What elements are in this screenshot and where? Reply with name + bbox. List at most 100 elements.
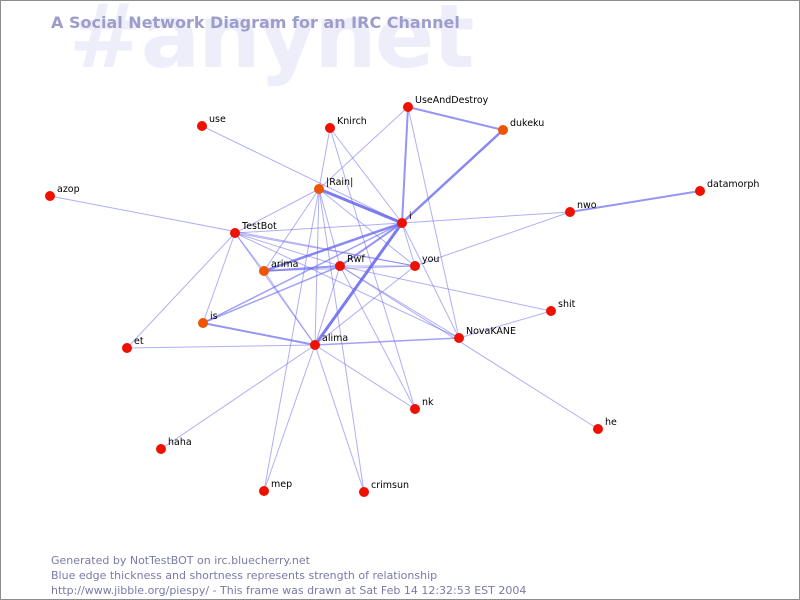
node-dot-rain bbox=[314, 184, 324, 194]
node-label-shit: shit bbox=[558, 299, 576, 310]
edge-testbot-arima bbox=[234, 232, 265, 272]
node-dot-rwf bbox=[335, 261, 345, 271]
node-dot-shit bbox=[546, 306, 556, 316]
edge-testbot-rwf bbox=[234, 232, 341, 267]
node-label-datamorph: datamorph bbox=[707, 179, 759, 190]
edge-i-is bbox=[202, 222, 403, 324]
node-label-useanddestroy: UseAndDestroy bbox=[415, 95, 489, 106]
channel-watermark: #anynet bbox=[69, 0, 475, 88]
edge-you-alima bbox=[314, 265, 416, 346]
node-dot-nwo bbox=[565, 207, 575, 217]
node-testbot: TestBot bbox=[230, 221, 277, 238]
node-label-i: i bbox=[409, 211, 412, 222]
node-dot-useanddestroy bbox=[403, 102, 413, 112]
edge-rwf-is bbox=[202, 265, 341, 324]
edge-i-arima bbox=[262, 221, 404, 273]
edge-i-dukeku bbox=[400, 128, 505, 225]
node-label-testbot: TestBot bbox=[241, 221, 277, 232]
edge-alima-mep bbox=[263, 344, 316, 492]
edge-alima-haha bbox=[160, 344, 316, 450]
node-label-mep: mep bbox=[271, 479, 292, 490]
node-dot-alima bbox=[310, 340, 320, 350]
edge-i-alima bbox=[313, 221, 404, 347]
node-novakane: NovaKANE bbox=[454, 326, 516, 343]
node-label-dukeku: dukeku bbox=[510, 118, 544, 129]
node-dot-azop bbox=[45, 191, 55, 201]
edge-i-rwf bbox=[339, 222, 403, 267]
footer-generated-by: Generated by NotTestBOT on irc.bluecherr… bbox=[51, 554, 310, 567]
node-nk: nk bbox=[410, 397, 434, 414]
node-label-et: et bbox=[134, 336, 144, 347]
node-label-novakane: NovaKANE bbox=[466, 326, 516, 337]
node-label-rwf: Rwf bbox=[347, 254, 365, 265]
node-dot-haha bbox=[156, 444, 166, 454]
edges-layer bbox=[49, 106, 701, 493]
node-label-nk: nk bbox=[422, 397, 434, 408]
edge-rain-knirch bbox=[318, 127, 331, 190]
edge-testbot-novakane bbox=[234, 232, 460, 339]
diagram-title: A Social Network Diagram for an IRC Chan… bbox=[51, 13, 460, 32]
node-shit: shit bbox=[546, 299, 576, 316]
node-label-crimsun: crimsun bbox=[371, 480, 409, 491]
node-label-use: use bbox=[209, 114, 226, 125]
node-label-he: he bbox=[605, 417, 617, 428]
node-dot-crimsun bbox=[359, 487, 369, 497]
edge-nwo-datamorph bbox=[569, 190, 701, 213]
edge-arima-alima bbox=[263, 270, 316, 346]
node-useanddestroy: UseAndDestroy bbox=[403, 95, 489, 112]
node-dot-novakane bbox=[454, 333, 464, 343]
node-arima: arima bbox=[259, 259, 298, 276]
edge-rain-crimsun bbox=[318, 188, 365, 493]
node-alima: alima bbox=[310, 333, 348, 350]
edge-testbot-et bbox=[126, 232, 236, 349]
node-dot-nk bbox=[410, 404, 420, 414]
edge-useanddestroy-dukeku bbox=[407, 106, 504, 131]
node-label-you: you bbox=[422, 254, 439, 265]
edge-testbot-is bbox=[202, 232, 236, 324]
node-dot-arima bbox=[259, 266, 269, 276]
footer-timestamp: http://www.jibble.org/piespy/ - This fra… bbox=[51, 584, 527, 597]
edge-is-alima bbox=[202, 322, 316, 346]
nodes-layer: UseAndDestroydukekuKnirchuseazop|Rain|da… bbox=[45, 95, 759, 497]
edge-testbot-you bbox=[234, 232, 416, 267]
node-label-arima: arima bbox=[271, 259, 298, 270]
node-dot-he bbox=[593, 424, 603, 434]
edge-rwf-nk bbox=[339, 265, 416, 410]
edge-i-you bbox=[401, 222, 416, 267]
node-crimsun: crimsun bbox=[359, 480, 409, 497]
edge-rwf-alima bbox=[314, 265, 341, 346]
edge-novakane-shit bbox=[458, 310, 552, 339]
edge-rain-you bbox=[318, 188, 416, 267]
edge-i-use bbox=[201, 125, 403, 224]
node-is: is bbox=[198, 311, 218, 328]
node-dot-mep bbox=[259, 486, 269, 496]
edge-rain-arima bbox=[263, 188, 320, 272]
edge-alima-nk bbox=[314, 344, 416, 410]
node-dot-is bbox=[198, 318, 208, 328]
node-haha: haha bbox=[156, 437, 192, 454]
edge-i-novakane bbox=[401, 222, 460, 339]
node-rwf: Rwf bbox=[335, 254, 365, 271]
edge-rwf-shit bbox=[339, 265, 552, 312]
node-dot-testbot bbox=[230, 228, 240, 238]
footer-legend-note: Blue edge thickness and shortness repres… bbox=[51, 569, 438, 582]
node-dot-use bbox=[197, 121, 207, 131]
edge-knirch-nk bbox=[329, 127, 416, 410]
edge-alima-et bbox=[126, 344, 316, 349]
node-dot-you bbox=[410, 261, 420, 271]
node-knirch: Knirch bbox=[325, 116, 367, 133]
node-label-nwo: nwo bbox=[577, 200, 597, 211]
node-rain: |Rain| bbox=[314, 177, 353, 194]
node-he: he bbox=[593, 417, 617, 434]
node-dot-knirch bbox=[325, 123, 335, 133]
node-label-rain: |Rain| bbox=[326, 177, 353, 188]
edge-i-nwo bbox=[401, 211, 571, 224]
node-datamorph: datamorph bbox=[695, 179, 759, 196]
node-dot-datamorph bbox=[695, 186, 705, 196]
node-et: et bbox=[122, 336, 144, 353]
edge-useanddestroy-rain bbox=[318, 106, 409, 190]
edge-rain-testbot bbox=[234, 188, 320, 234]
node-mep: mep bbox=[259, 479, 292, 496]
node-use: use bbox=[197, 114, 226, 131]
